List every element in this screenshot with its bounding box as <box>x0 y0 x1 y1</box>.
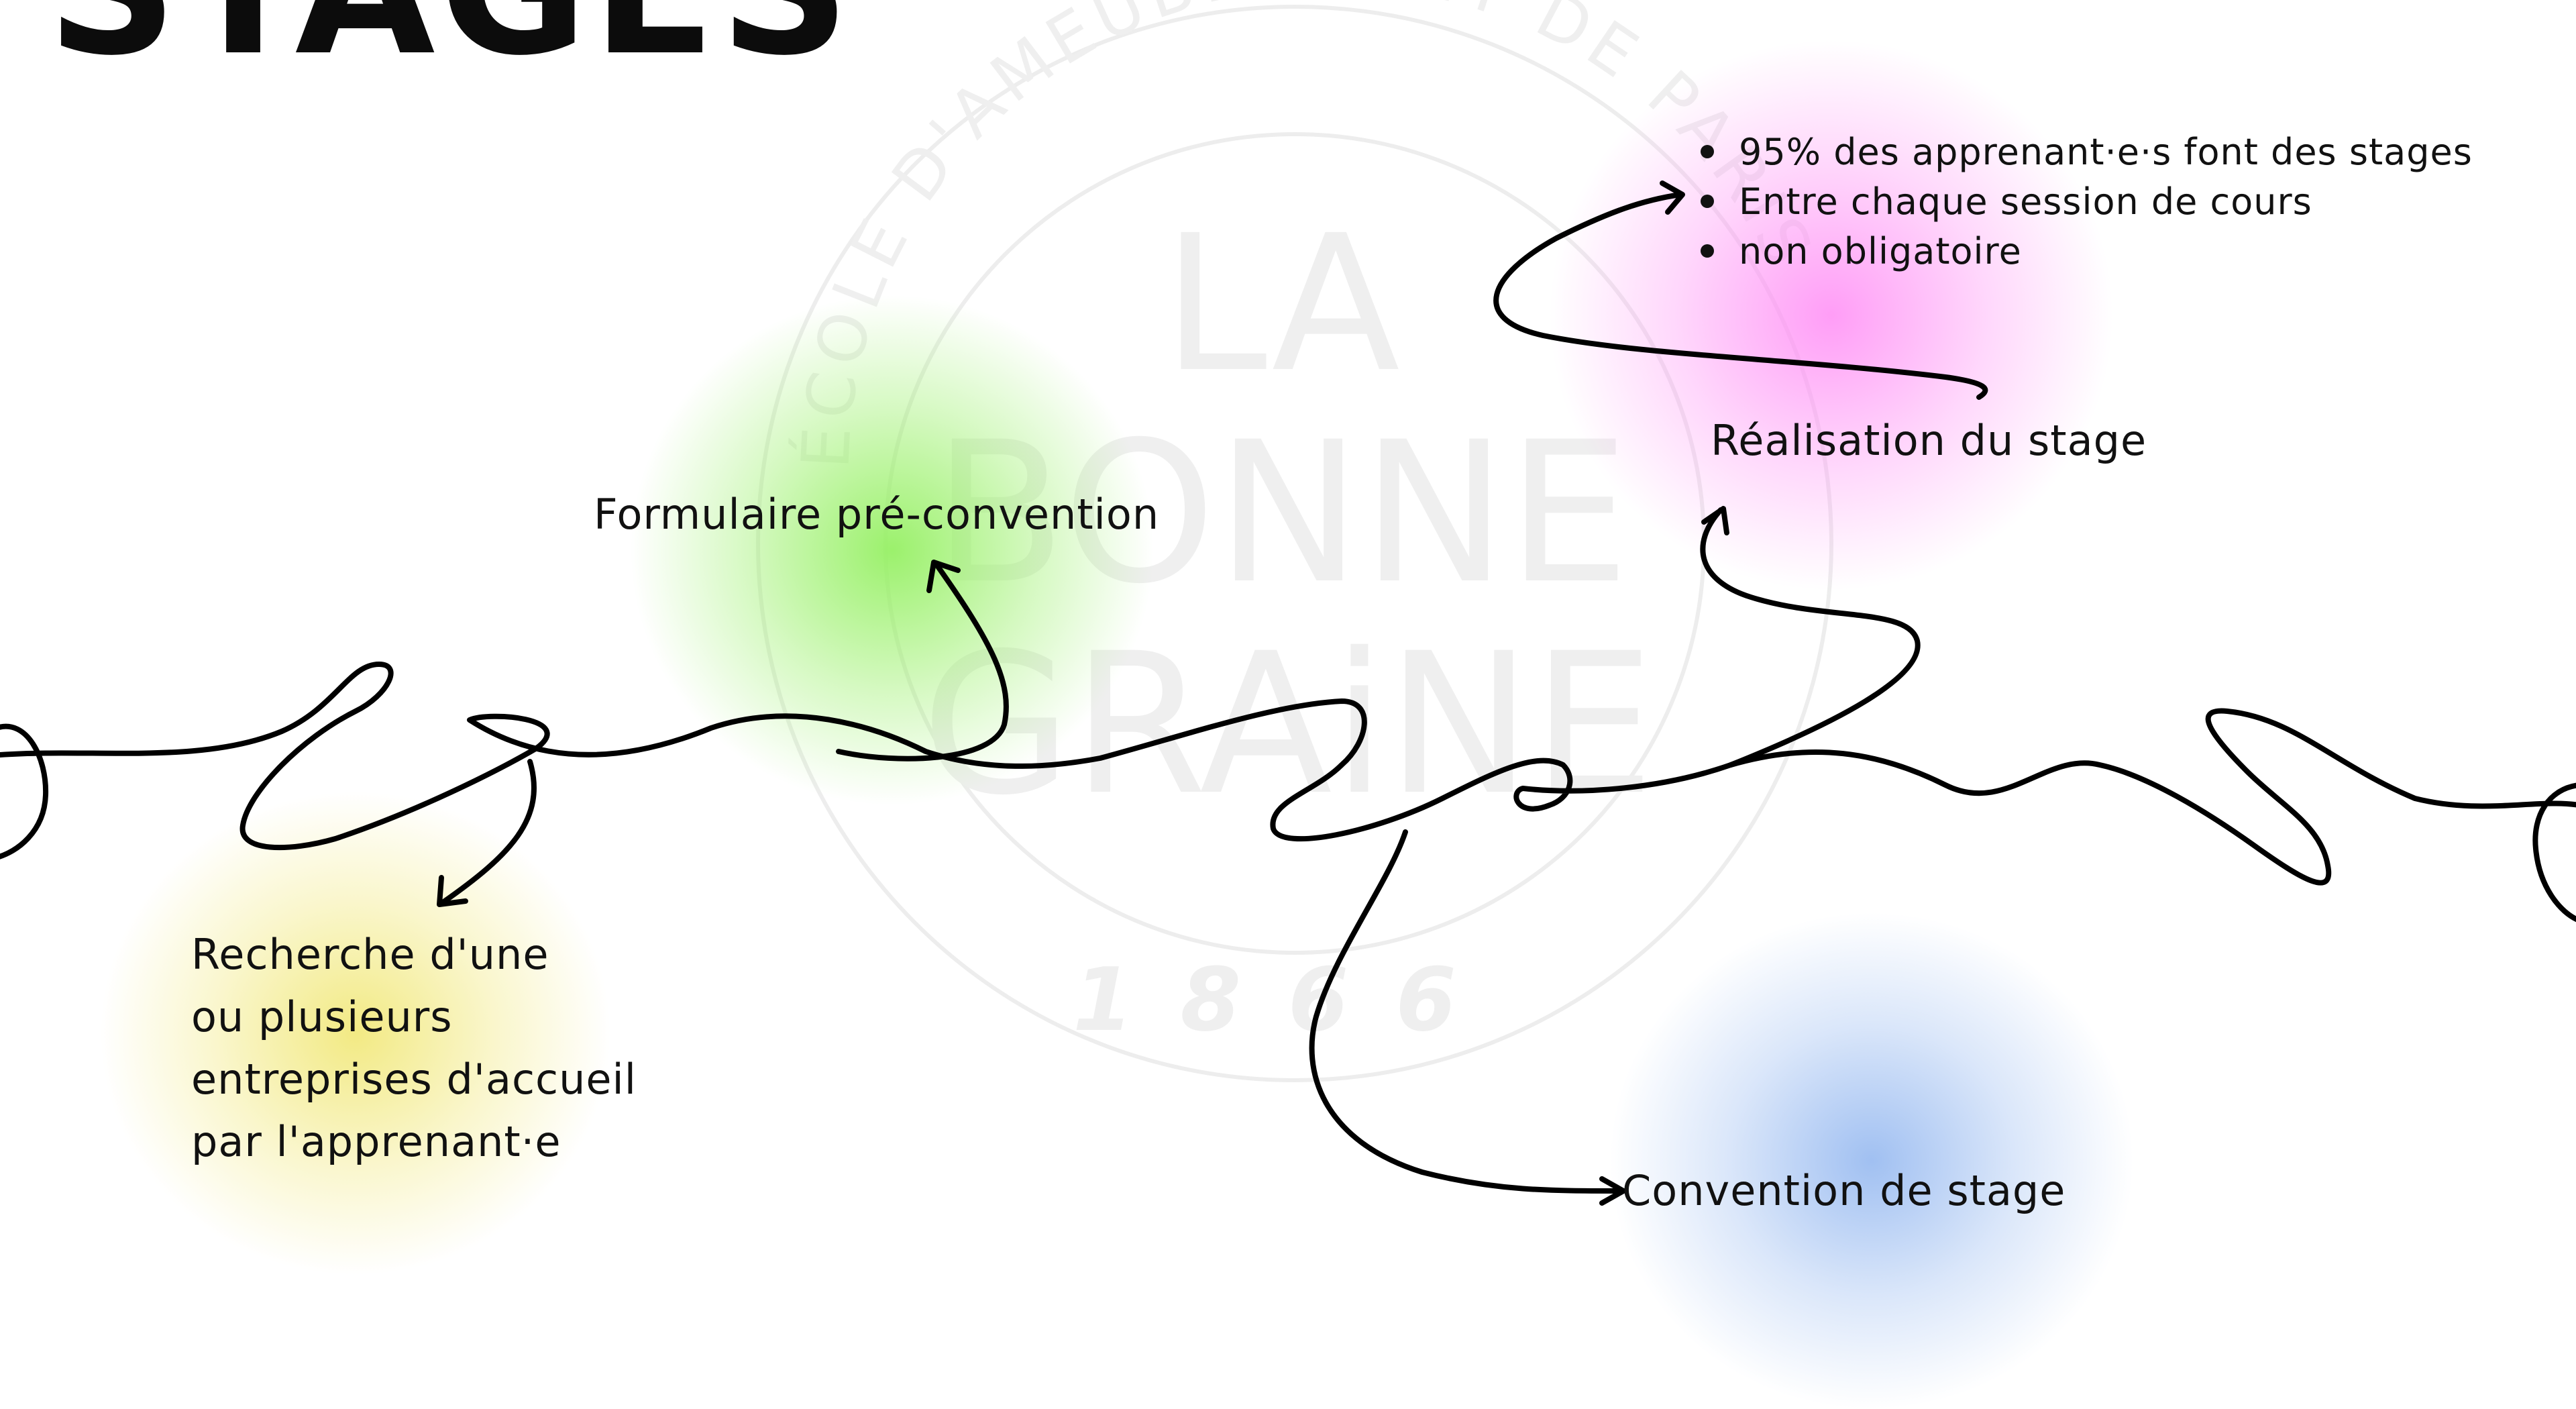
yellow-glow <box>101 792 610 1275</box>
step-recherche-line-3: entreprises d'accueil <box>191 1055 637 1104</box>
note-item: non obligatoire <box>1697 227 2473 276</box>
page-title: STAGES <box>47 0 854 81</box>
arrow-to-formulaire <box>836 560 1009 762</box>
step-recherche-line-2: ou plusieurs <box>191 992 453 1041</box>
note-item: 95% des apprenant·e·s font des stages <box>1697 127 2473 177</box>
step-recherche-line-4: par l'apprenant·e <box>191 1117 561 1166</box>
logo-line-la: LA <box>1163 195 1401 414</box>
note-item: Entre chaque session de cours <box>1697 177 2473 227</box>
realisation-notes-list: 95% des apprenant·e·s font des stages En… <box>1697 127 2473 276</box>
step-convention-label: Convention de stage <box>1622 1166 2066 1215</box>
main-squiggle-line <box>0 662 2576 886</box>
arrow-to-notes <box>1493 180 1988 400</box>
step-formulaire-label: Formulaire pré-convention <box>594 490 1160 539</box>
right-edge-loop <box>2532 782 2576 923</box>
left-edge-loop <box>0 723 49 859</box>
arrow-to-recherche <box>437 759 537 907</box>
arrow-to-convention <box>1309 829 1626 1206</box>
logo-year: 1866 <box>1073 949 1503 1051</box>
pink-glow <box>1550 40 2113 590</box>
arrow-to-realisation <box>1700 506 1921 768</box>
process-path <box>0 180 2576 1206</box>
step-recherche-label: Recherche d'une ou plusieurs entreprises… <box>191 923 637 1173</box>
green-glow <box>631 295 1154 805</box>
step-realisation-label: Réalisation du stage <box>1711 416 2147 465</box>
step-recherche-line-1: Recherche d'une <box>191 930 549 979</box>
